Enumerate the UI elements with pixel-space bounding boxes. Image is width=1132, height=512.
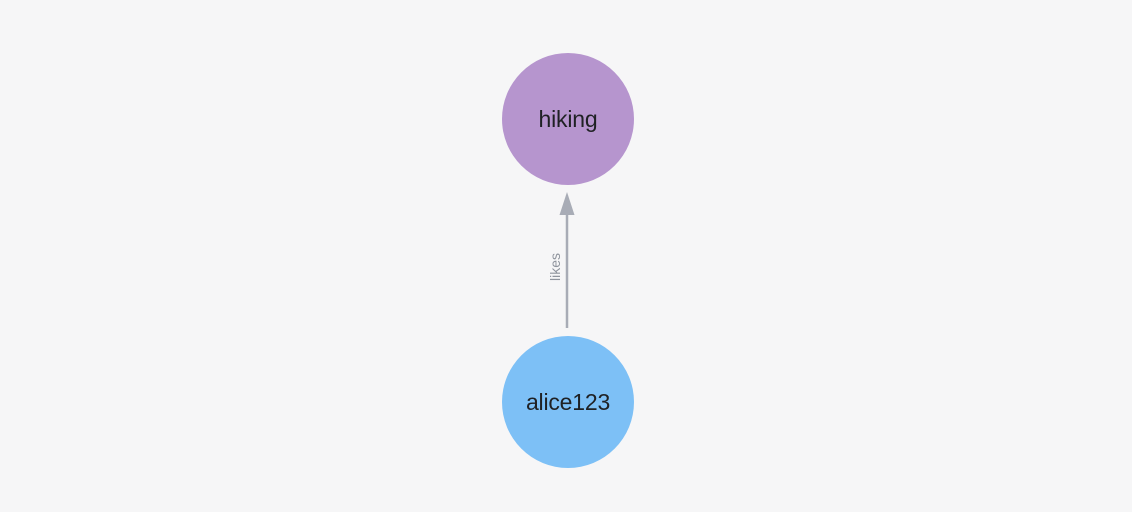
node-alice123-label: alice123 xyxy=(525,388,611,415)
edge-label-text: likes xyxy=(547,252,563,282)
node-hiking-label: hiking xyxy=(538,105,598,132)
arrowhead-icon xyxy=(559,192,575,215)
node-hiking[interactable]: hiking xyxy=(502,53,634,185)
node-alice123[interactable]: alice123 xyxy=(502,336,634,468)
edge-likes-arrow[interactable] xyxy=(549,186,585,332)
